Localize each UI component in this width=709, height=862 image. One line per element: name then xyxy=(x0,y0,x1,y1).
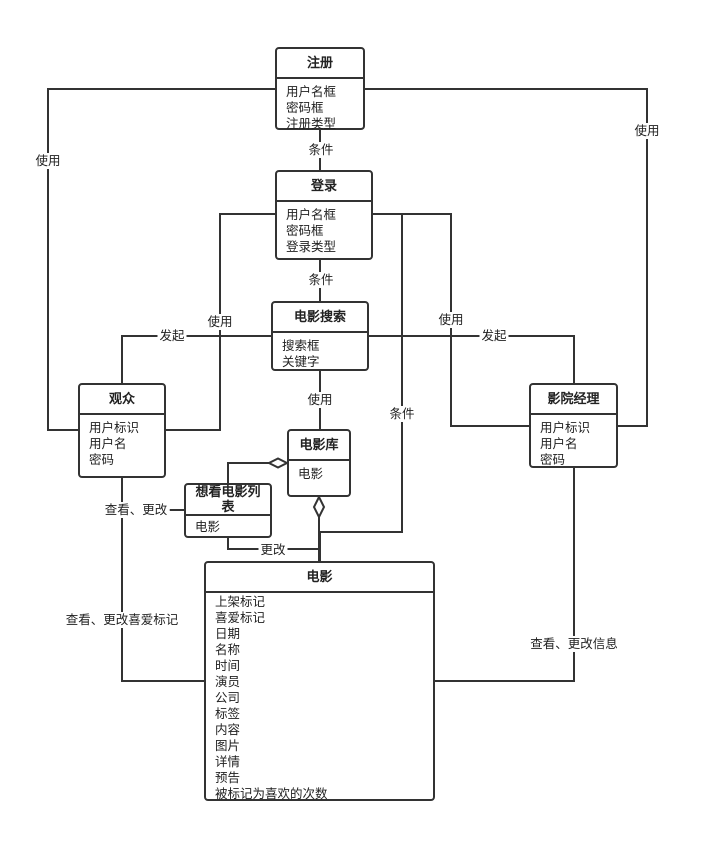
attribute: 电影 xyxy=(195,519,221,534)
attribute: 公司 xyxy=(215,690,241,705)
attribute: 密码 xyxy=(89,452,115,467)
attribute: 图片 xyxy=(215,738,241,753)
label-search-use-library: 使用 xyxy=(305,392,335,408)
class-movie-title: 电影 xyxy=(206,563,433,593)
label-login-movie-condition: 条件 xyxy=(387,406,417,422)
edge-login-movie xyxy=(319,213,403,563)
attribute: 用户名框 xyxy=(286,207,337,222)
class-audience[interactable]: 观众 用户标识 用户名 密码 xyxy=(78,383,166,478)
label-manager-view-movie: 查看、更改信息 xyxy=(528,636,620,652)
attribute: 预告 xyxy=(215,770,241,785)
class-wishlist-title: 想看电影列表 xyxy=(186,485,270,516)
attribute: 演员 xyxy=(215,674,241,689)
attribute: 标签 xyxy=(215,706,241,721)
class-login[interactable]: 登录 用户名框 密码框 登录类型 xyxy=(275,170,373,260)
class-register-title: 注册 xyxy=(277,49,363,79)
label-register-use-right: 使用 xyxy=(632,123,662,139)
attribute: 用户名框 xyxy=(286,84,337,99)
class-movie[interactable]: 电影 上架标记 喜爱标记 日期 名称 时间 演员 公司 标签 内容 图片 详情 … xyxy=(204,561,435,801)
attribute: 用户名 xyxy=(89,436,127,451)
attribute: 上架标记 xyxy=(215,594,266,609)
edge-register-audience xyxy=(47,88,276,431)
attribute: 喜爱标记 xyxy=(215,610,266,625)
class-register-attributes: 用户名框 密码框 注册类型 xyxy=(277,79,363,132)
attribute: 日期 xyxy=(215,626,241,641)
class-register[interactable]: 注册 用户名框 密码框 注册类型 xyxy=(275,47,365,132)
class-audience-title: 观众 xyxy=(80,385,164,415)
edge-manager-movie xyxy=(433,466,575,682)
class-login-title: 登录 xyxy=(277,172,371,202)
class-wishlist-title-text: 想看电影列表 xyxy=(195,484,261,515)
attribute: 关键字 xyxy=(282,354,320,369)
label-manager-initiate: 发起 xyxy=(479,328,509,344)
attribute: 登录类型 xyxy=(286,239,337,254)
attribute: 密码 xyxy=(540,452,566,467)
aggregation-diamond-wishlist xyxy=(266,457,290,469)
label-register-use-left: 使用 xyxy=(33,153,63,169)
class-movie-search[interactable]: 电影搜索 搜索框 关键字 xyxy=(271,301,369,371)
attribute: 详情 xyxy=(215,754,241,769)
attribute: 用户名 xyxy=(540,436,578,451)
attribute: 搜索框 xyxy=(282,338,320,353)
edge-audience-movie xyxy=(121,476,206,682)
attribute: 电影 xyxy=(298,466,324,481)
class-audience-attributes: 用户标识 用户名 密码 xyxy=(80,415,164,468)
label-manager-use-login: 使用 xyxy=(436,312,466,328)
label-wishlist-modify-movie: 更改 xyxy=(258,542,288,558)
class-movie-search-title: 电影搜索 xyxy=(273,303,367,333)
edge-wishlist-library xyxy=(227,462,270,485)
class-login-attributes: 用户名框 密码框 登录类型 xyxy=(277,202,371,255)
class-wishlist-attributes: 电影 xyxy=(186,516,270,535)
attribute: 用户标识 xyxy=(89,420,140,435)
attribute: 时间 xyxy=(215,658,241,673)
label-login-search-condition: 条件 xyxy=(306,272,336,288)
class-movie-search-attributes: 搜索框 关键字 xyxy=(273,333,367,370)
class-movie-library-attributes: 电影 xyxy=(289,461,349,482)
class-cinema-manager-attributes: 用户标识 用户名 密码 xyxy=(531,415,616,468)
edge-wishlist-movie xyxy=(227,535,318,550)
attribute: 密码框 xyxy=(286,223,324,238)
attribute: 用户标识 xyxy=(540,420,591,435)
label-audience-view-movie: 查看、更改喜爱标记 xyxy=(63,612,181,628)
label-audience-use-login: 使用 xyxy=(205,314,235,330)
edge-search-manager xyxy=(367,335,575,385)
class-wishlist[interactable]: 想看电影列表 电影 xyxy=(184,483,272,538)
class-cinema-manager[interactable]: 影院经理 用户标识 用户名 密码 xyxy=(529,383,618,468)
attribute: 被标记为喜欢的次数 xyxy=(215,786,328,801)
aggregation-diamond-movie xyxy=(312,494,326,520)
edge-register-manager xyxy=(363,88,648,427)
edge-search-audience xyxy=(121,335,272,385)
class-movie-library-title: 电影库 xyxy=(289,431,349,461)
attribute: 内容 xyxy=(215,722,241,737)
attribute: 注册类型 xyxy=(286,116,337,131)
label-audience-view-wishlist: 查看、更改 xyxy=(102,502,170,518)
label-register-login-condition: 条件 xyxy=(306,142,336,158)
class-movie-library[interactable]: 电影库 电影 xyxy=(287,429,351,497)
label-audience-initiate: 发起 xyxy=(157,328,187,344)
attribute: 名称 xyxy=(215,642,241,657)
class-movie-attributes: 上架标记 喜爱标记 日期 名称 时间 演员 公司 标签 内容 图片 详情 预告 … xyxy=(206,593,433,802)
attribute: 密码框 xyxy=(286,100,324,115)
class-cinema-manager-title: 影院经理 xyxy=(531,385,616,415)
